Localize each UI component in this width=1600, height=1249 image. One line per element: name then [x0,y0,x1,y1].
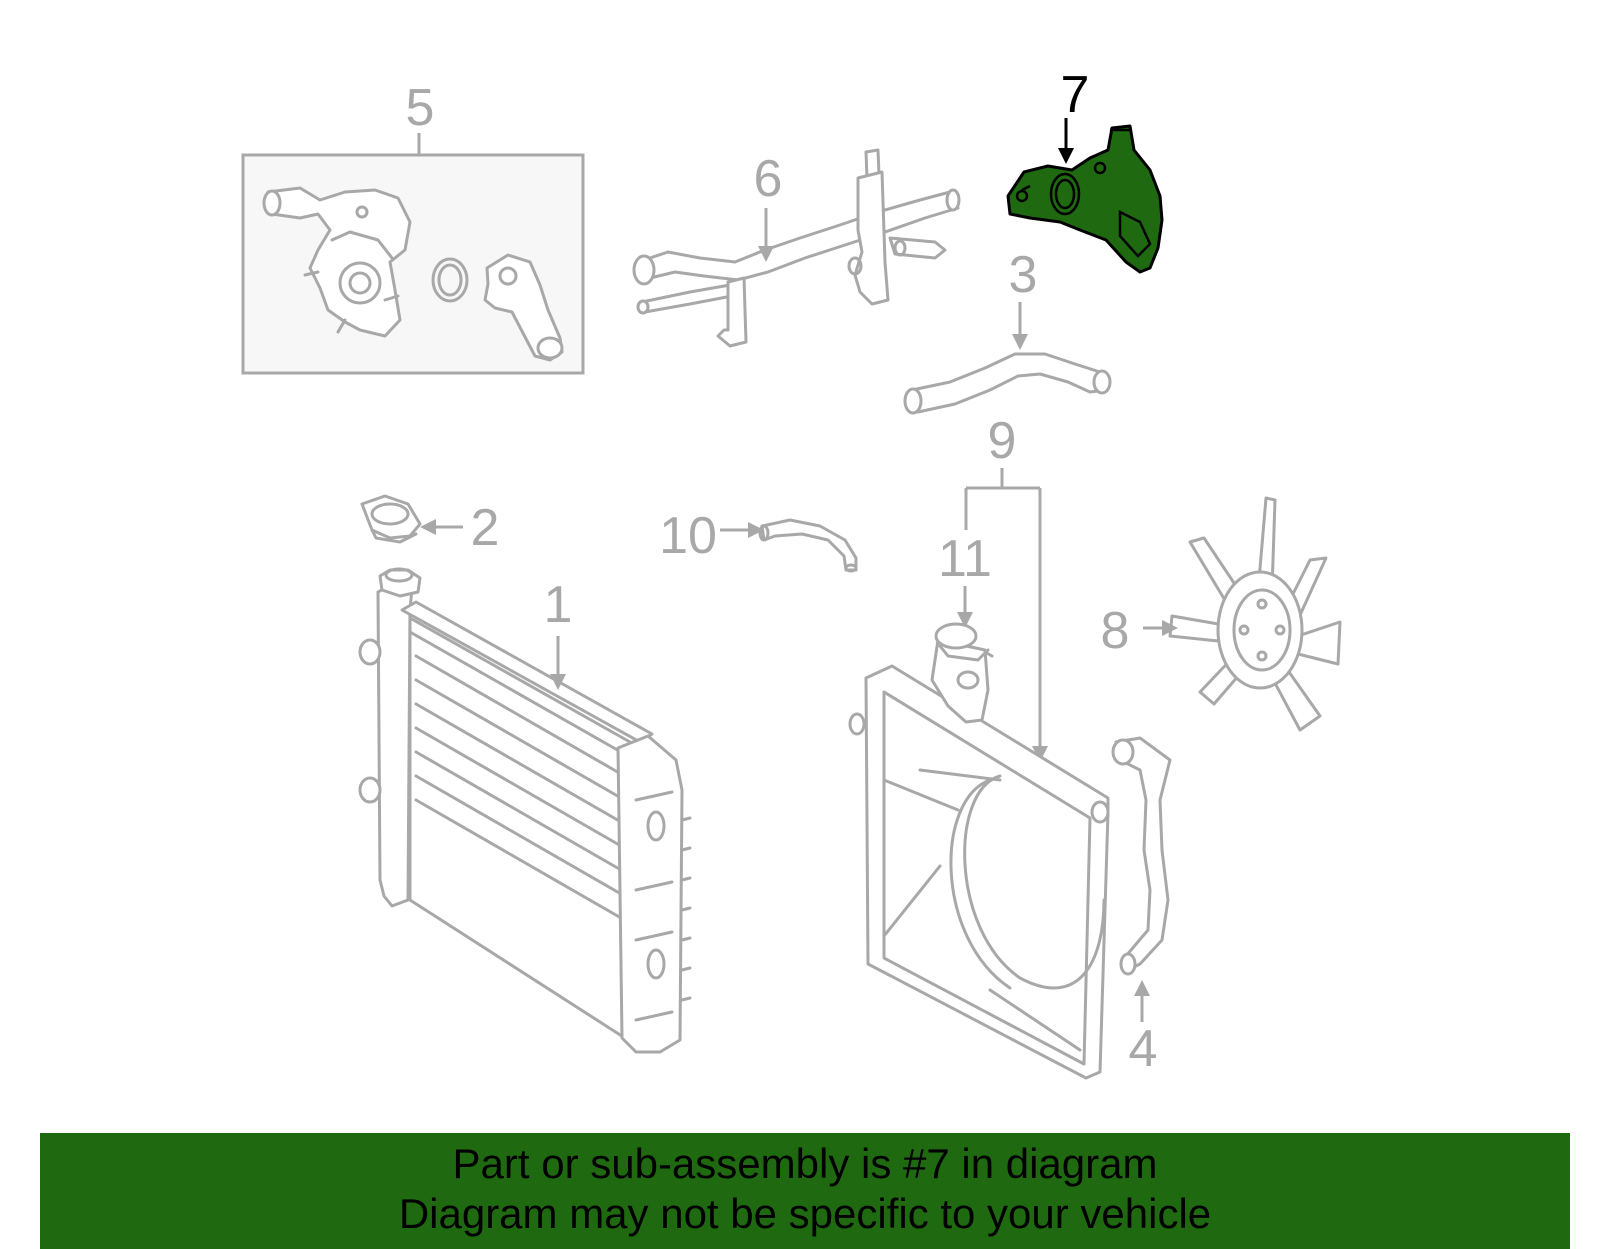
arrow-6 [758,246,774,262]
arrow-7 [1058,148,1074,164]
banner-line-1: Part or sub-assembly is #7 in diagram [452,1140,1158,1187]
part-7-water-outlet[interactable] [1006,124,1164,274]
arrow-2 [420,519,436,535]
part-4-lower-hose[interactable] [1111,736,1172,976]
callout-4: 4 [1129,1020,1158,1078]
arrow-8 [1162,620,1178,636]
part-3-upper-hose[interactable] [903,352,1112,415]
part-8-fan[interactable] [1168,496,1342,732]
arrow-11 [957,612,973,628]
arrow-9 [1032,746,1048,762]
info-banner: Part or sub-assembly is #7 in diagram Di… [40,1133,1570,1249]
callout-10: 10 [659,507,717,565]
arrow-3 [1012,334,1028,350]
arrow-1 [550,674,566,690]
callout-3: 3 [1009,246,1038,304]
callout-6: 6 [754,150,783,208]
callout-8: 8 [1101,602,1130,660]
part-9-shroud-reservoir[interactable] [848,622,1110,1080]
part-10-hose[interactable] [758,518,858,573]
part-5-water-pump-kit[interactable] [241,153,585,375]
callout-5: 5 [406,79,435,137]
callout-1: 1 [544,576,573,634]
callout-9: 9 [988,412,1017,470]
arrow-10 [748,522,764,538]
arrow-4 [1134,980,1150,996]
part-2-radiator-cap[interactable] [360,494,422,544]
callout-7: 7 [1061,66,1090,124]
callout-2: 2 [471,499,500,557]
part-1-radiator[interactable] [358,567,692,1054]
part-6-bypass-pipe[interactable] [632,148,961,348]
callout-11: 11 [938,530,992,588]
banner-line-2: Diagram may not be specific to your vehi… [398,1190,1212,1237]
